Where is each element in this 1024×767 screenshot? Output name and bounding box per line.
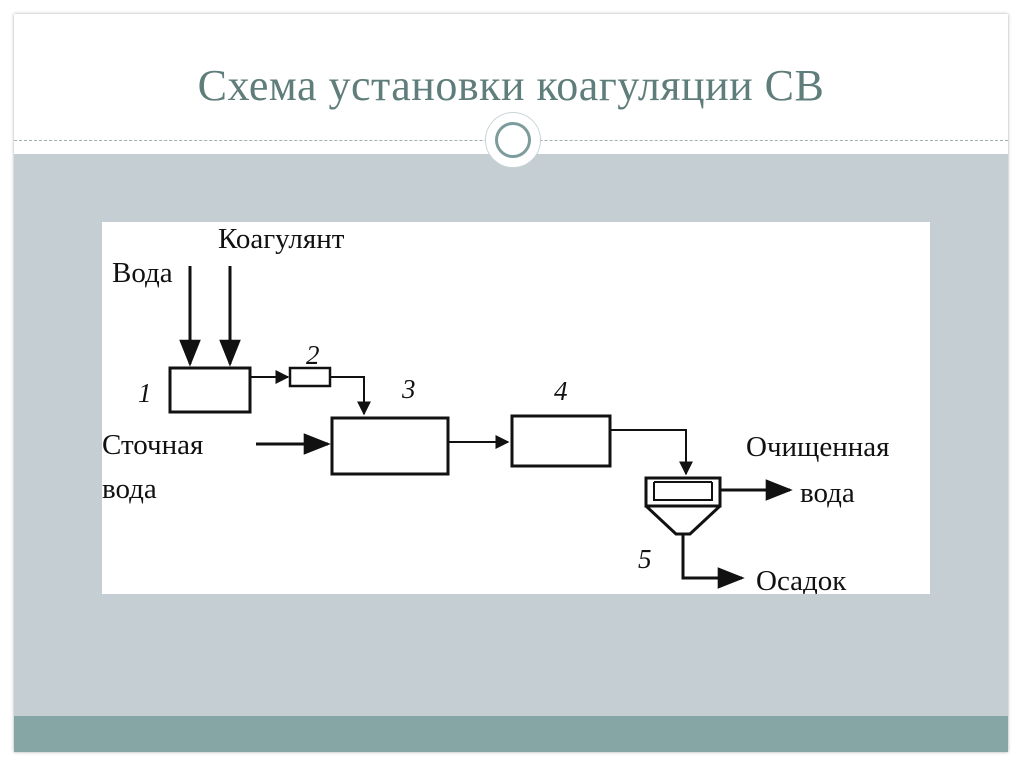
unit-5-settler: [644, 476, 722, 536]
unit-2-box: [288, 366, 332, 388]
circle-ornament-icon: [486, 113, 540, 167]
diagram-panel: Коагулянт Вода Сточная вода Очищенная во…: [102, 222, 930, 594]
unit-3-box: [330, 416, 450, 476]
label-cleaned-line1: Очищенная: [746, 431, 890, 463]
unit-number-2: 2: [306, 340, 320, 370]
unit-1-box: [168, 366, 252, 414]
label-wastewater-line1: Сточная: [102, 429, 203, 461]
label-water: Вода: [112, 257, 173, 289]
label-sediment: Осадок: [756, 565, 847, 594]
label-coagulant: Коагулянт: [218, 223, 345, 255]
unit-number-1: 1: [138, 378, 152, 408]
slide: Схема установки коагуляции СВ Коагулянт …: [14, 14, 1008, 752]
circle-ornament-inner: [495, 122, 531, 158]
coagulation-diagram: Коагулянт Вода Сточная вода Очищенная во…: [102, 223, 890, 594]
unit-number-4: 4: [554, 376, 568, 406]
arrow-sediment-out: [681, 534, 745, 589]
unit-4-box: [510, 414, 612, 468]
label-cleaned-line2: вода: [800, 477, 855, 509]
unit-number-5: 5: [638, 544, 652, 574]
footer-bar: [14, 716, 1008, 752]
slide-title: Схема установки коагуляции СВ: [197, 61, 825, 110]
unit-number-3: 3: [401, 374, 416, 404]
label-wastewater-line2: вода: [102, 473, 157, 505]
arrow-unit4-to-unit5: [610, 429, 693, 476]
arrow-unit2-to-unit3: [330, 376, 371, 416]
